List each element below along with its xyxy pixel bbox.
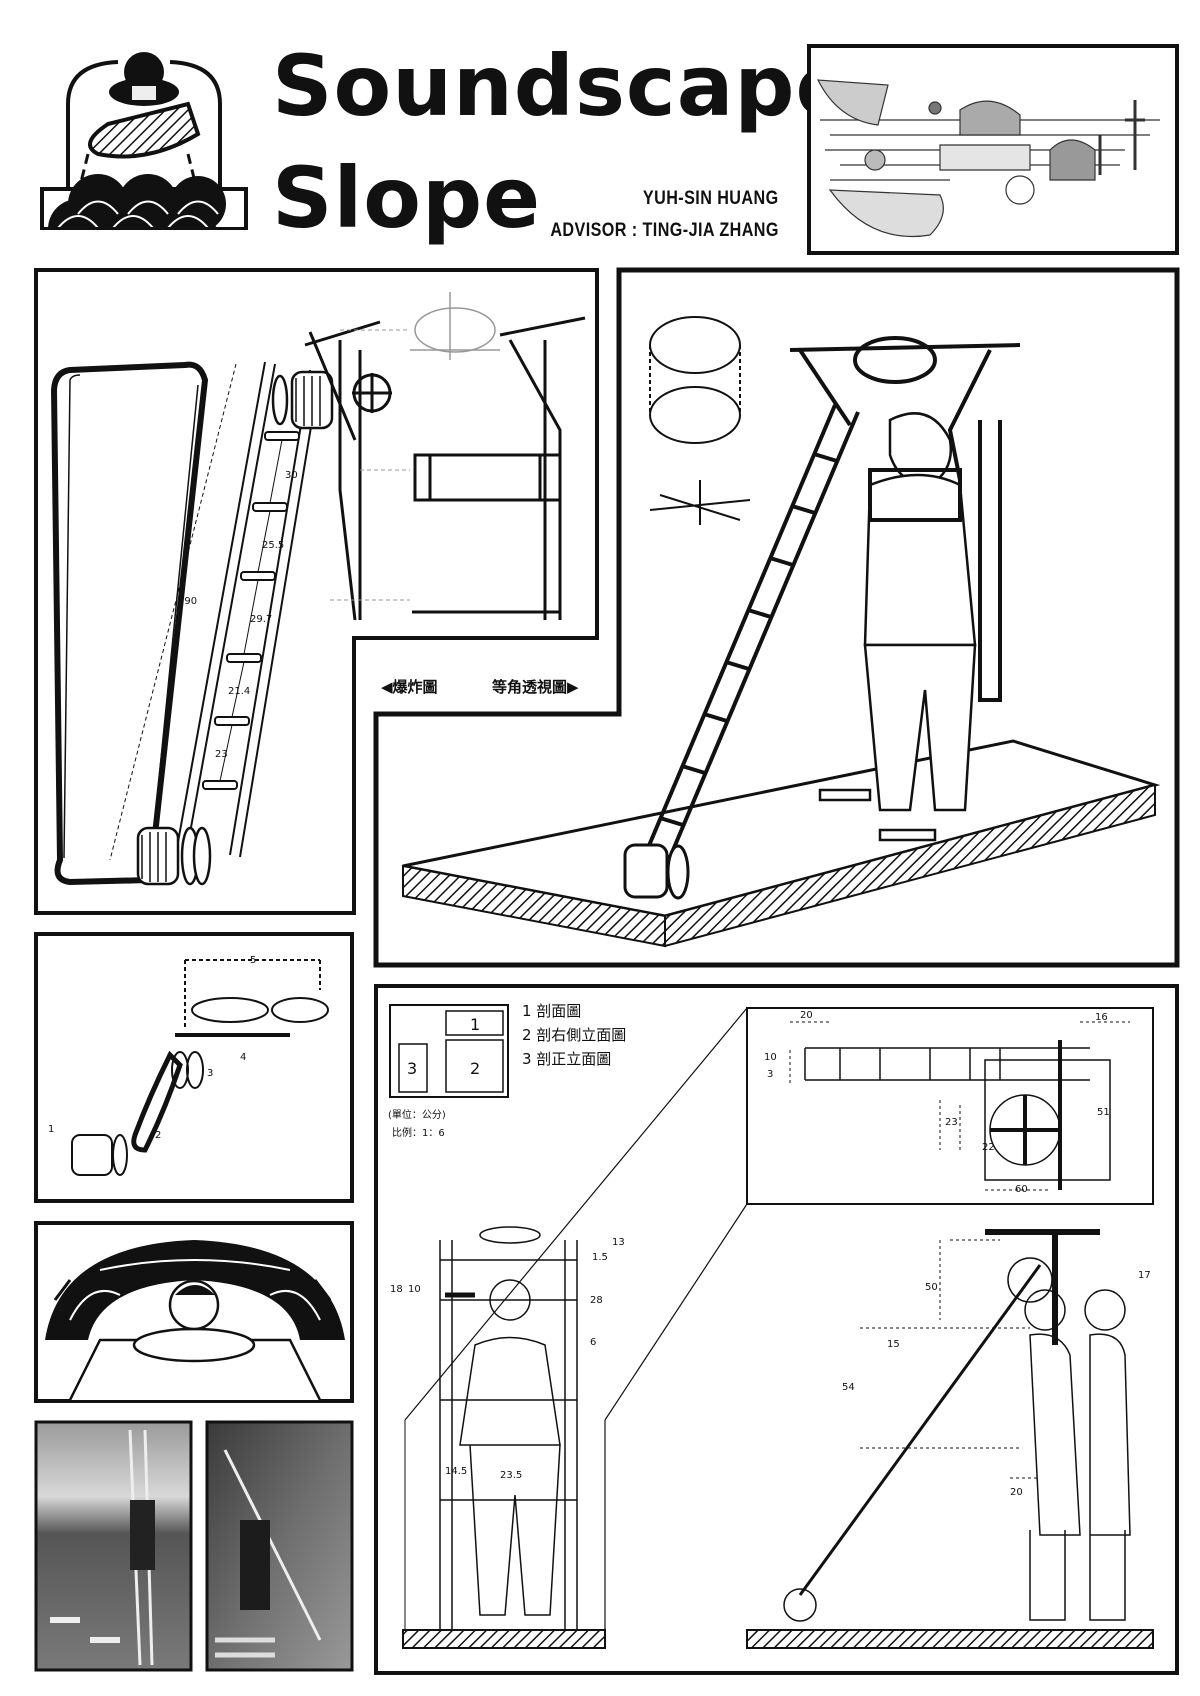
legend-item-1: 1 剖面圖 [522,1002,581,1020]
front-dim-13: 13 [612,1237,625,1248]
mechanism-step-5: 5 [250,955,256,966]
mechanism-step-3: 3 [207,1068,213,1079]
advisor-name: ADVISOR : TING-JIA ZHANG [550,220,779,241]
section1-dim-60: 60 [1015,1184,1028,1195]
front-dim-10: 10 [408,1284,421,1295]
label-isometric-view: 等角透視圖▶ [492,678,579,696]
section1-dim-16: 16 [1095,1012,1108,1023]
dim-total-length: 190 [178,596,197,607]
dim-rung-1: 30 [285,470,298,481]
photo-1 [34,1420,193,1672]
mechanism-step-4: 4 [240,1052,246,1063]
photo-2 [205,1420,354,1672]
dim-rung-3: 29.7 [250,614,272,625]
legend-item-2: 2 剖右側立面圖 [522,1026,626,1044]
section1-dim-23: 23 [945,1117,958,1128]
section1-dim-20: 20 [800,1010,813,1021]
section1-dim-22: 22 [982,1142,995,1153]
dim-rung-5: 23 [215,749,228,760]
label-exploded-view: ◀爆炸圖 [381,678,438,696]
exploded-view-panel: 30 25.5 29.7 21.4 23 190 [34,268,599,915]
side-dim-54: 54 [842,1382,855,1393]
scale-note: 比例：1：6 [392,1126,445,1139]
side-dim-17: 17 [1138,1270,1151,1281]
character-illustration-panel [34,1221,354,1403]
front-dim-23.5: 23.5 [500,1470,522,1481]
mechanism-step-1: 1 [48,1124,54,1135]
key-box-1: 1 [470,1015,480,1034]
mechanism-step-2: 2 [155,1130,161,1141]
side-dim-50: 50 [925,1282,938,1293]
section1-dim-3: 3 [767,1069,773,1080]
unit-note: (單位：公分) [388,1108,446,1121]
mechanism-panel: 5 4 3 2 1 [34,932,354,1203]
side-dim-20: 20 [1010,1487,1023,1498]
front-dim-28: 28 [590,1295,603,1306]
key-box-3: 3 [407,1059,417,1078]
dim-rung-4: 21.4 [228,686,250,697]
side-dim-15: 15 [887,1339,900,1350]
key-box-2: 2 [470,1059,480,1078]
legend-item-3: 3 剖正立面圖 [522,1050,611,1068]
dim-rung-2: 25.5 [262,540,284,551]
author-name: YUH-SIN HUANG [643,188,779,209]
poster-title-line2: Slope [272,149,542,247]
isometric-view-panel [373,267,1180,968]
front-dim-1.5: 1.5 [592,1252,608,1263]
section1-dim-51: 51 [1097,1107,1110,1118]
historical-illustration [807,44,1179,255]
section1-dim-10: 10 [764,1052,777,1063]
front-dim-6: 6 [590,1337,596,1348]
front-dim-14.5: 14.5 [445,1466,467,1477]
poster-title-line1: Soundscape [272,37,854,135]
front-dim-18: 18 [390,1284,403,1295]
sections-panel: 1 2 3 1 剖面圖 2 剖右側立面圖 3 剖正立面圖 (單位：公分) 比例：… [374,984,1179,1675]
